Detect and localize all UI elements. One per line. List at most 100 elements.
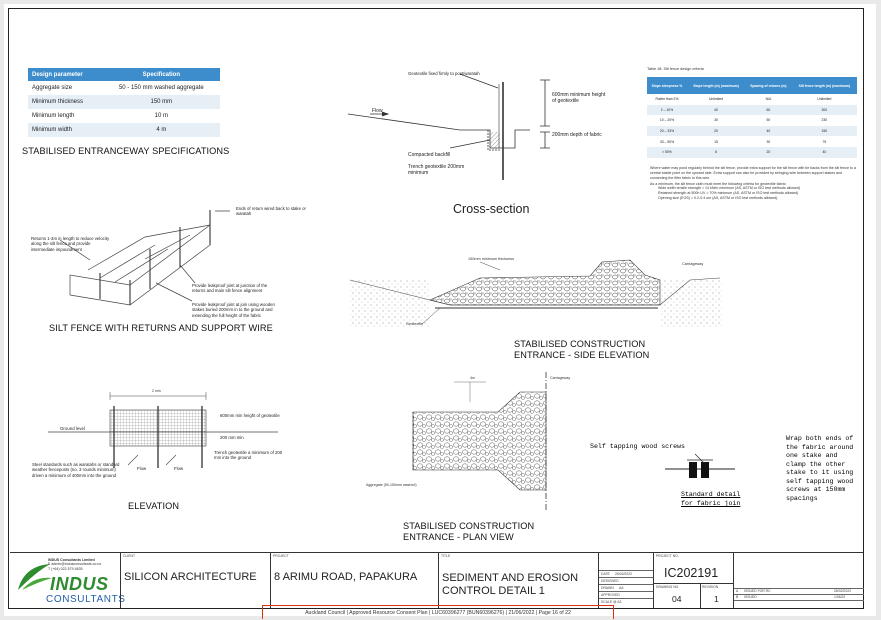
design-cell: 300	[791, 104, 857, 116]
date-label: DATE	[601, 572, 610, 576]
design-note-3: Wide width tensile strength = 14 kN/m mi…	[658, 186, 801, 191]
design-cell: 6	[686, 146, 746, 158]
design-cell: 2 – 10%	[647, 104, 687, 116]
label-150mm-thickness: 150mm minimum thickness	[468, 257, 514, 261]
spec-cell: 50 - 150 mm washed aggregate	[118, 85, 204, 91]
project-no-label: PROJECT NO.	[656, 554, 679, 558]
scale-label: SCALE @ A3	[601, 600, 622, 604]
label-200mm-depth: 200mm depth of fabric	[552, 132, 602, 138]
design-cell: 30	[714, 118, 718, 123]
elevation-drawing	[48, 392, 278, 468]
title-block: INDUS Consultants Limited E admin@indusc…	[10, 552, 864, 608]
spec-cell: 4 m	[102, 123, 220, 137]
design-cell: Unlimited	[708, 97, 724, 102]
drawing-no-value: 04	[672, 594, 682, 604]
divider	[599, 598, 654, 599]
logo-wordmark: INDUS	[50, 574, 109, 594]
caption-cross-section: Cross-section	[453, 202, 530, 216]
label-geotextile: Geotextile	[406, 322, 424, 326]
title-block-top-rule	[10, 552, 863, 553]
design-header: Slope length (m) (maximum)	[686, 77, 746, 94]
rev-letter: B	[736, 595, 739, 599]
label-2min: 2 min	[152, 389, 161, 393]
divider	[599, 570, 654, 571]
caption-side-elevation-1: STABILISED CONSTRUCTION	[514, 339, 646, 349]
divider	[599, 591, 654, 592]
design-cell: 33 – 50%	[659, 139, 675, 144]
design-notes: Where water may pond regularly behind th…	[650, 166, 858, 201]
design-cell: 20 – 33%	[647, 125, 687, 137]
leaf-logo-icon	[18, 564, 52, 590]
company-logo: INDUS Consultants Limited E admin@indusc…	[14, 556, 125, 606]
caption-silt-fence-returns: SILT FENCE WITH RETURNS AND SUPPORT WIRE	[49, 323, 273, 333]
firm-details: INDUS Consultants Limited E admin@indusc…	[48, 558, 101, 571]
caption-plan-view-2: ENTRANCE - PLAN VIEW	[403, 532, 514, 542]
label-trench-geotextile: Trench geotextile 200mm minimum	[408, 164, 465, 177]
design-cell: Unlimited	[817, 97, 832, 102]
spec-cell: Minimum length	[32, 113, 75, 119]
design-table-title: Table 18: Silt fence design criteria	[647, 67, 704, 71]
consent-stamp: Auckland Council | Approved Resource Con…	[262, 605, 614, 619]
label-trench-elevation: Trench geotextile a minimum of 200 mm in…	[214, 450, 283, 461]
divider	[734, 594, 864, 595]
spec-cell: Aggregate size	[32, 85, 73, 91]
design-cell: 75	[822, 139, 827, 144]
rev-letter: A	[736, 589, 739, 593]
spec-header-parameter: Design parameter	[28, 68, 103, 81]
label-carriageway: Carriageway	[682, 262, 704, 266]
design-header: Slope steepness %	[647, 77, 687, 94]
label-width-4m: 4m	[470, 376, 475, 380]
design-cell: 40	[791, 146, 857, 158]
label-ground-level: Ground level	[60, 426, 85, 431]
spec-cell: 10 m	[154, 113, 168, 119]
caption-standard-detail-1: Standard detail	[681, 491, 741, 498]
revision-value: 1	[714, 594, 719, 604]
sheet-border	[8, 8, 864, 609]
label-flow: Flow	[372, 108, 383, 114]
client-value: SILICON ARCHITECTURE	[124, 571, 257, 583]
project-value: 8 ARIMU ROAD, PAPAKURA	[274, 571, 418, 583]
design-cell: 150	[791, 125, 857, 137]
design-cell: 40	[686, 104, 746, 116]
title-label: TITLE	[441, 554, 451, 558]
cross-section-drawing	[347, 73, 550, 180]
drawn-value: AA	[619, 586, 624, 590]
design-header: Silt fence length (m) (maximum)	[791, 77, 857, 94]
drawn-label: DRAWN	[601, 586, 614, 590]
spec-cell: Minimum thickness	[28, 95, 103, 109]
label-geotextile-fixed: Geotextile fixed firmly to post/waratah	[408, 71, 480, 76]
drawing-no-label: DRAWING NO.	[656, 585, 680, 589]
divider	[599, 584, 654, 585]
table-row: Minimum length 10 m	[28, 109, 220, 123]
client-cell: CLIENT SILICON ARCHITECTURE	[120, 552, 270, 608]
project-no-value: IC202191	[664, 566, 719, 580]
design-cell: Flatter than 2%	[655, 97, 679, 102]
label-returns: Returns 1-3m in length to reduce velocit…	[31, 236, 110, 252]
caption-entranceway-specs: STABILISED ENTRANCEWAY SPECIFICATIONS	[22, 146, 230, 156]
rev-description: ISSUED	[744, 595, 757, 599]
design-cell: 50	[766, 118, 771, 123]
client-label: CLIENT	[123, 554, 136, 558]
design-note-4: Retained strength at 500h UV = 70% minim…	[658, 191, 799, 196]
project-label: PROJECT	[273, 554, 289, 558]
title-line-2: CONTROL DETAIL 1	[442, 585, 545, 597]
firm-name: INDUS Consultants Limited	[48, 558, 95, 562]
divider	[734, 588, 864, 589]
project-number-cell: PROJECT NO. IC202191 DRAWING NO. 04 REVI…	[653, 552, 734, 608]
spec-cell: Minimum width	[28, 123, 103, 137]
title-cell: TITLE SEDIMENT AND EROSION CONTROL DETAI…	[438, 552, 598, 608]
label-600mm-min: 600mm min height of geotextile	[220, 413, 280, 418]
rev-description: ISSUED FOR RC	[744, 589, 771, 593]
rev-date: 1/06/22	[834, 595, 846, 599]
label-ends-of-return: Ends of return wired back to stake or wa…	[236, 206, 306, 217]
silt-fence-returns-drawing	[60, 210, 230, 306]
label-wrap-note: Wrap both ends of the fabric around one …	[786, 435, 854, 502]
label-flow-2: Flow	[174, 466, 184, 471]
label-600mm-height: 600mm minimum height of geotextile	[552, 92, 606, 105]
firm-phone: T (+64) 022 579 4635	[48, 566, 83, 571]
